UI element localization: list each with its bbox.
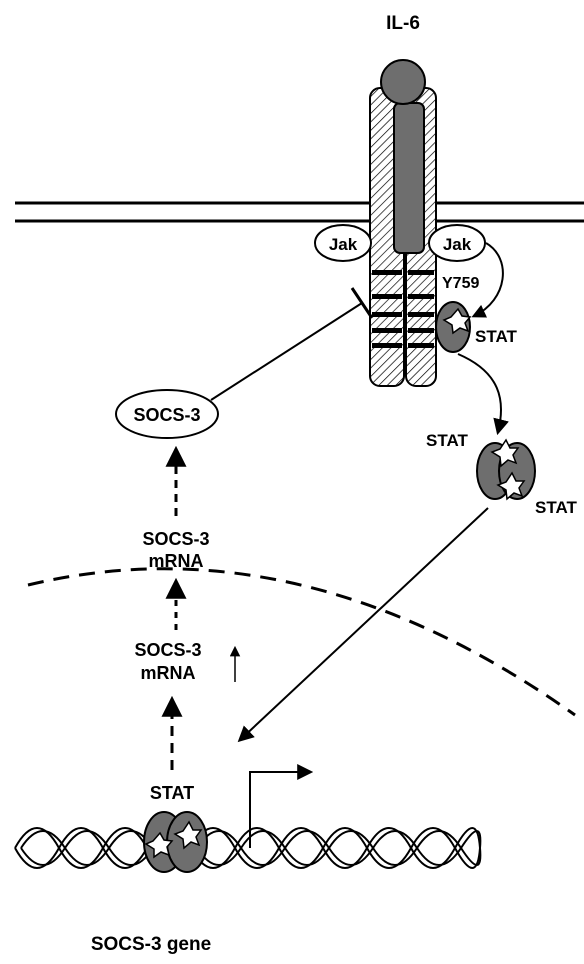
nuc-mrna-label-line2: mRNA <box>140 663 195 683</box>
jak-right: Jak <box>428 224 486 262</box>
jak-to-stat-arrow <box>471 242 504 318</box>
cyto-mrna-label-line2: mRNA <box>148 551 203 571</box>
receptor-tyrosine-bands <box>372 270 434 348</box>
phosphate-star-icon <box>442 307 472 335</box>
phosphate-star-icon <box>173 820 203 850</box>
socs3-gene-label: SOCS-3 gene <box>91 934 211 955</box>
socs3-protein-label: SOCS-3 <box>133 405 200 425</box>
phosphate-star-icon <box>144 831 174 859</box>
cell-membrane <box>15 201 584 223</box>
phosphate-star-icon <box>496 471 526 501</box>
phosphate-star-icon <box>490 438 520 468</box>
il6-label: IL-6 <box>386 13 420 34</box>
nuclear-membrane <box>27 567 576 717</box>
jak-right-label: Jak <box>443 235 472 254</box>
stat-monomer-label: STAT <box>475 327 517 346</box>
socs3-protein: SOCS-3 <box>115 389 219 439</box>
stat-monomer <box>435 301 472 353</box>
nuc-mrna-label-line1: SOCS-3 <box>134 640 201 660</box>
stat-dimer-right-label: STAT <box>535 498 577 517</box>
dna-bound-stat-dimer <box>143 811 208 873</box>
jak-left-label: Jak <box>329 235 358 254</box>
stat-dimer <box>476 438 536 501</box>
stat-dimerization-arrow <box>457 353 509 436</box>
y759-label: Y759 <box>442 275 479 292</box>
il6-receptor <box>369 87 437 387</box>
dna-helix <box>14 827 482 869</box>
stat-dimer-left-label: STAT <box>426 431 468 450</box>
il6-ligand <box>380 59 426 105</box>
nuclear-translocation-arrow <box>237 507 489 743</box>
cyto-mrna-label-line1: SOCS-3 <box>142 529 209 549</box>
socs3-inhibition-line <box>210 287 374 401</box>
bent-arrow-icon <box>249 764 314 848</box>
dna-stat-label: STAT <box>150 783 194 803</box>
jak-left: Jak <box>314 224 372 262</box>
